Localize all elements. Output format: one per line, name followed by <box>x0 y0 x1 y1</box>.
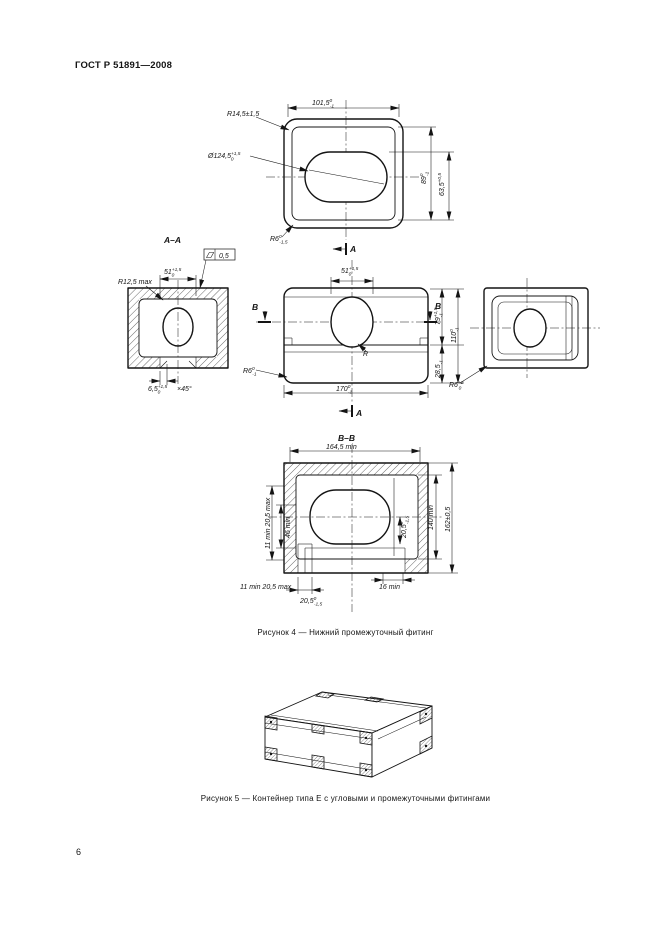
label-dim-89: 890-1 <box>419 171 431 184</box>
flatness-symbol-icon <box>206 252 215 258</box>
figure5-container-drawing <box>264 691 433 778</box>
top-view-outline <box>283 118 404 229</box>
flatness-tolerance-frame <box>199 248 236 289</box>
intermediate-fittings <box>311 696 385 770</box>
view-side <box>470 278 600 378</box>
label-r14-5: R14,5±1,5 <box>227 111 259 118</box>
label-dim-11-20-bot: 11 min 20,5 max <box>240 584 292 591</box>
aa-chamfer-left <box>159 360 168 369</box>
label-dim-28-5: 28,5-1 <box>435 360 445 379</box>
section-marker-a-top <box>332 243 347 255</box>
label-sec-a-top: А <box>349 244 356 254</box>
label-dim-162: 162±0,5 <box>445 507 452 532</box>
label-aa-title: А–А <box>163 235 181 245</box>
label-dim-16-min: 16 min <box>379 584 400 591</box>
figure5-caption: Рисунок 5 — Контейнер типа Е с угловыми … <box>200 794 491 803</box>
label-r6-front: R60-1 <box>243 366 257 378</box>
aa-dimensions <box>145 275 197 385</box>
label-sec-b-right: В <box>435 301 441 311</box>
side-outline <box>483 287 589 369</box>
label-dim-63-5: 63,5+0,5 <box>437 173 446 196</box>
section-marker-b-right <box>424 311 437 323</box>
page-number: 6 <box>76 847 82 857</box>
label-tol-value: 0,5 <box>219 253 229 260</box>
label-sec-a-bottom: А <box>355 408 362 418</box>
front-outline <box>283 287 429 384</box>
aperture-diagonal <box>308 169 385 185</box>
label-dim-11-20-left: 11 min 20,5 max <box>265 497 272 549</box>
side-inner-contour <box>491 295 579 361</box>
label-dim-79: 79+1,5-1 <box>433 307 445 325</box>
section-marker-b-left <box>258 311 271 323</box>
label-dim-101-5: 101,50-1 <box>312 98 334 110</box>
figure4-caption: Рисунок 4 — Нижний промежуточный фитинг <box>257 628 434 637</box>
side-hole <box>513 308 547 348</box>
label-bb-title: В–В <box>338 433 355 443</box>
label-dim-170: 1700-1 <box>336 384 353 396</box>
label-dim-20-5-mid: 20,50-1,5 <box>399 516 411 539</box>
view-section-b-b <box>266 444 458 612</box>
label-r6-top-view: R60-1,5 <box>270 234 288 246</box>
label-dim-20-5-bot: 20,50-1,5 <box>299 596 322 608</box>
label-dim-110: 1100-1 <box>449 327 461 343</box>
front-aperture <box>330 296 374 348</box>
front-dimensions <box>255 277 488 398</box>
label-sec-b-left: В <box>252 302 258 312</box>
view-top <box>249 100 454 255</box>
bb-outline <box>283 462 429 574</box>
label-chamfer-45: ×45° <box>177 385 192 393</box>
label-dim-140-min: 140 min <box>428 505 435 530</box>
aa-chamfer-right <box>188 360 197 369</box>
section-marker-a-bottom <box>338 405 353 417</box>
bb-dimensions <box>266 447 458 594</box>
label-r12-5-max: R12,5 max <box>118 279 152 286</box>
label-dim-46-min: 46 min <box>285 517 292 538</box>
top-view-inner-contour <box>291 126 396 221</box>
fitting-holes <box>269 712 428 772</box>
top-view-dimensions <box>249 104 454 238</box>
label-dim-164-5: 164,5 min <box>326 444 357 451</box>
document-header: ГОСТ Р 51891—2008 <box>75 60 173 71</box>
label-radius-r: R <box>363 351 368 358</box>
view-front <box>255 260 488 417</box>
view-section-a-a <box>127 248 236 385</box>
